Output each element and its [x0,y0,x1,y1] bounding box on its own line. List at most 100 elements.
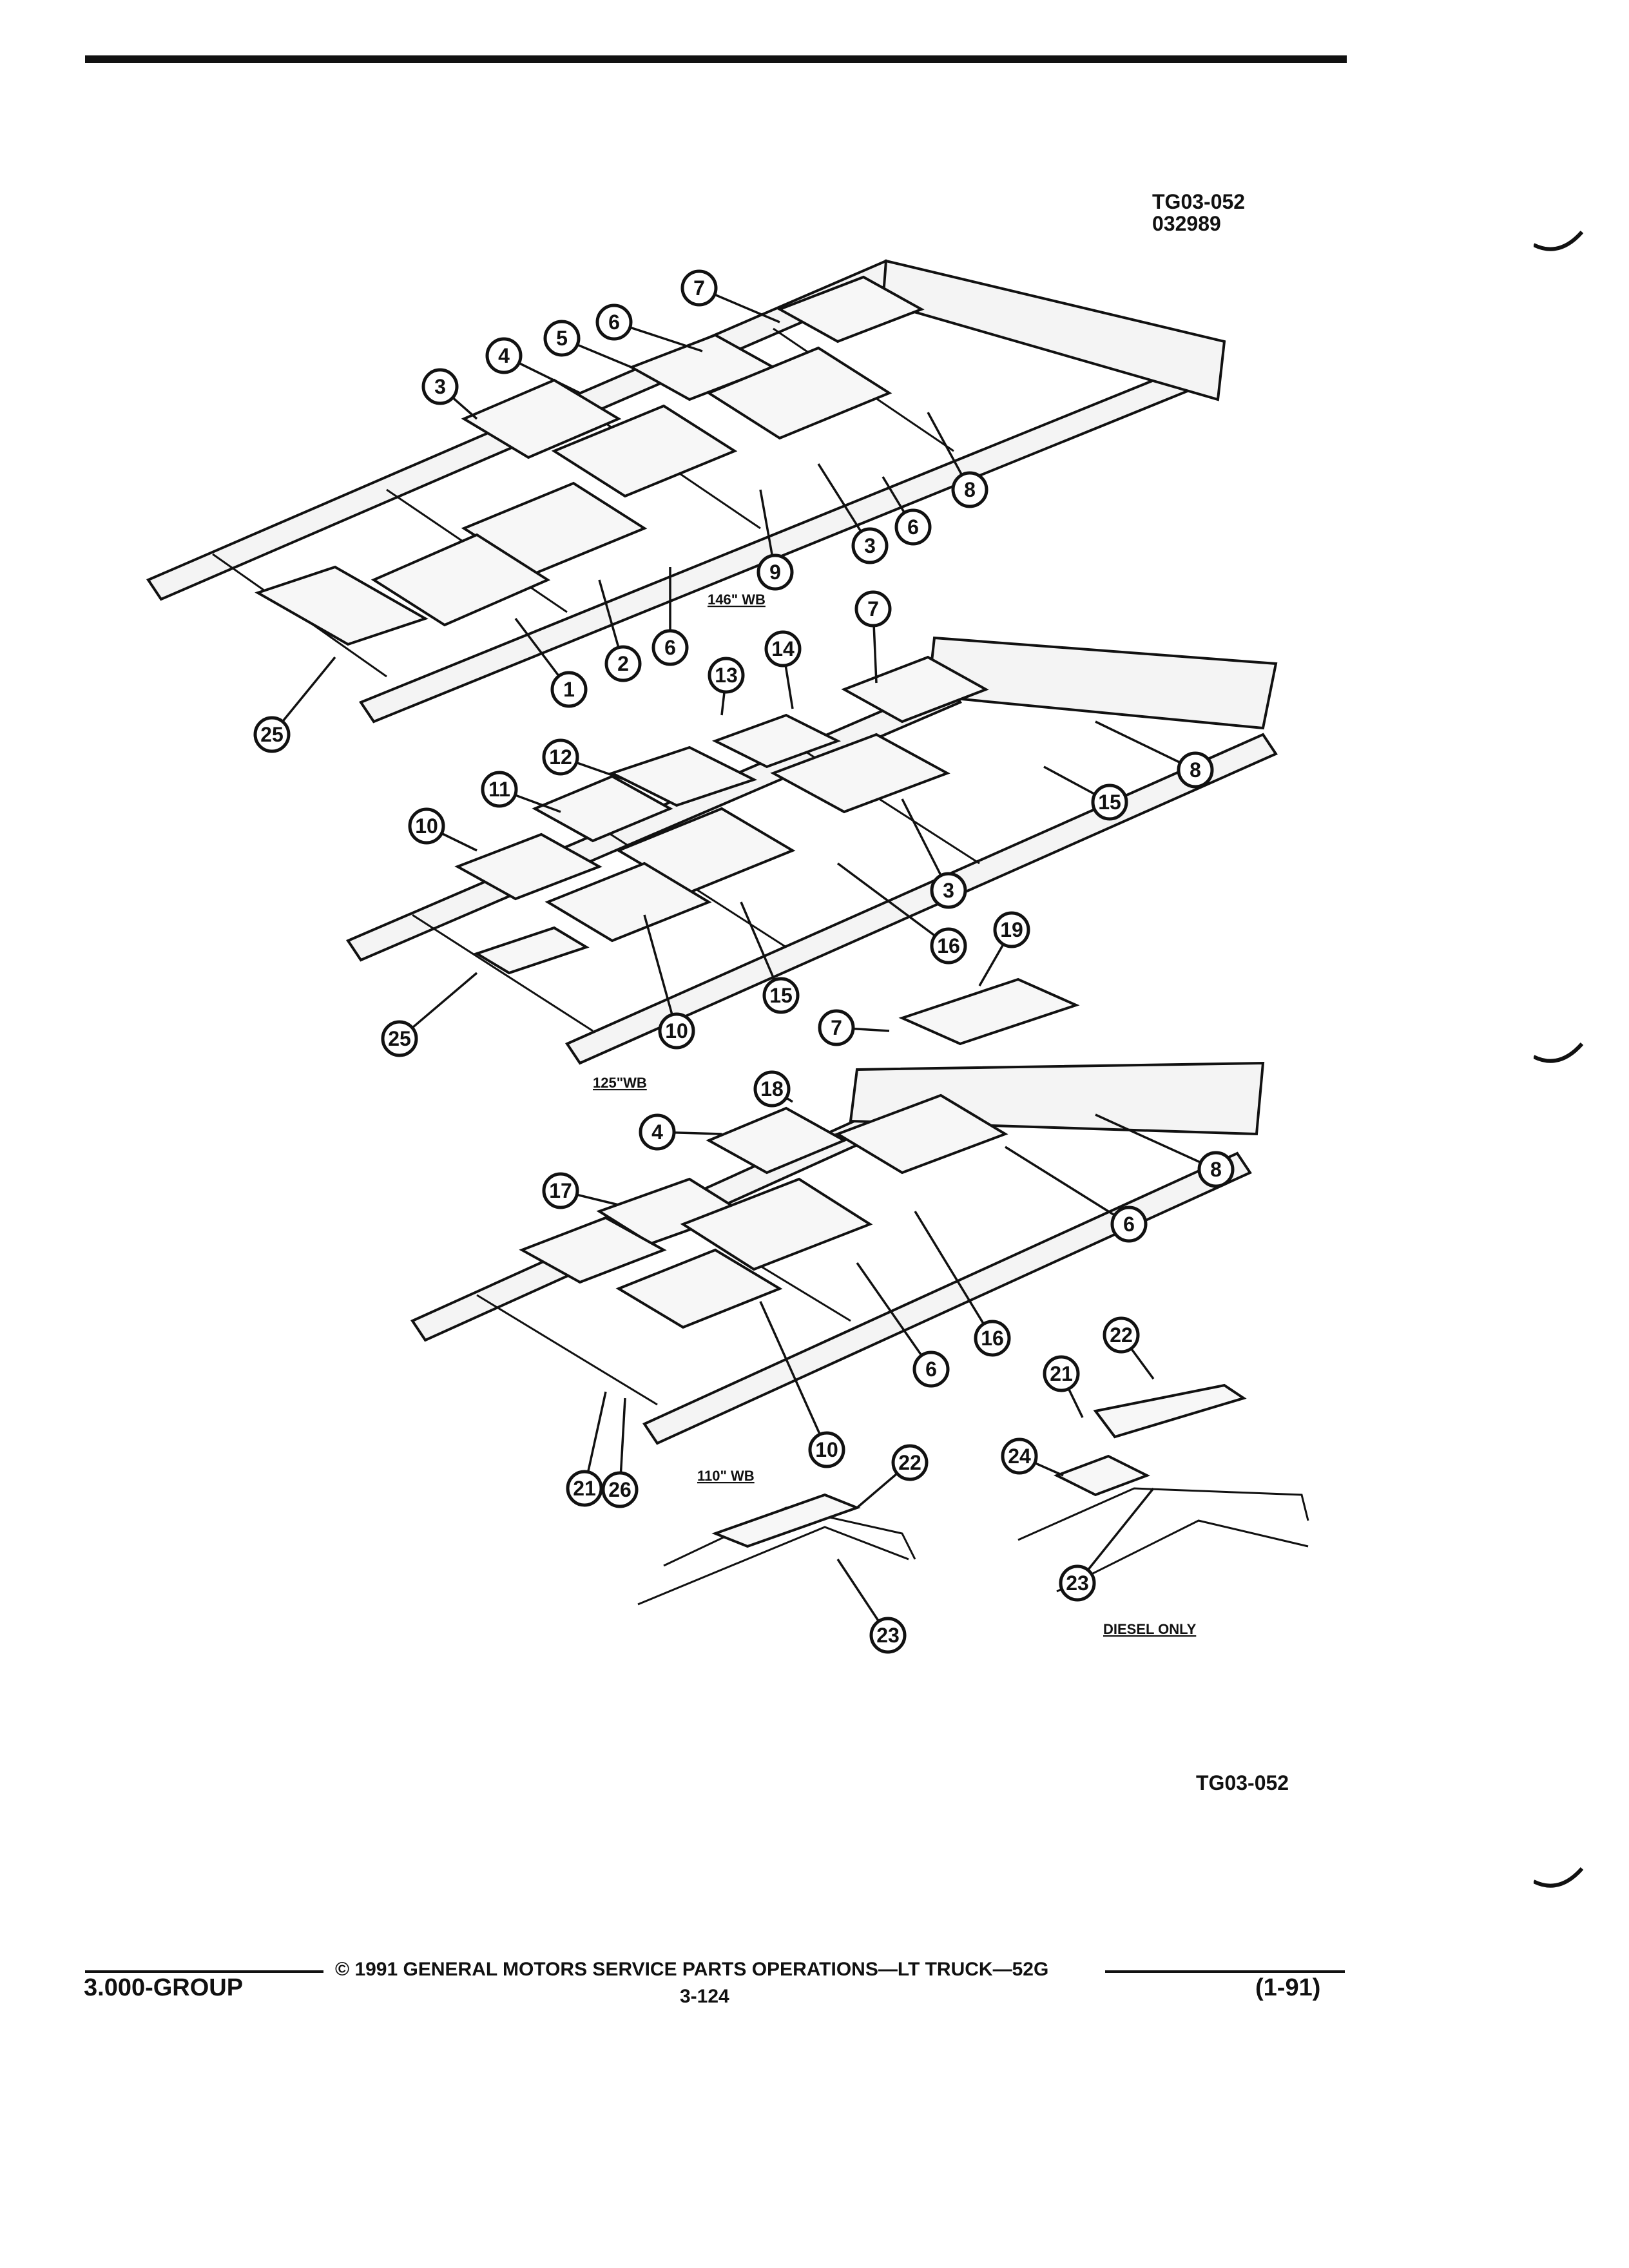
callout-balloon [708,657,745,694]
callout-balloon [421,368,459,405]
callout-number: 6 [1123,1213,1135,1236]
floor-pad [371,533,551,627]
callout-12: 12 [542,738,626,781]
frame-rear-crossmember [926,636,1278,730]
footer-page-number: 3-124 [680,1986,729,2007]
frame-125-wb [346,636,1278,1065]
floor-pad [898,977,1080,1046]
callout-5: 5 [543,320,632,369]
callout-balloon [680,269,718,307]
wheelbase-label-146: 146" WB [708,591,766,608]
callout-14: 14 [764,630,802,709]
callout-number: 10 [415,814,438,838]
callout-6: 6 [595,303,703,352]
callout-number: 13 [715,664,738,687]
floor-pad [551,404,738,498]
callout-number: 3 [943,879,954,902]
callout-number: 15 [769,984,793,1007]
callout-number: 1 [563,678,575,701]
callout-number: 16 [981,1327,1004,1350]
floor-pad [770,733,950,814]
callout-number: 16 [937,934,960,957]
callout-6: 6 [651,567,689,666]
callout-balloon [930,927,967,965]
frame-rear-crossmember [881,259,1226,401]
callout-leader [643,914,678,1032]
floor-pad [461,378,622,459]
callout-15: 15 [740,901,800,1014]
callout-balloon [993,911,1030,948]
callout-17: 17 [542,1172,619,1209]
callout-7: 7 [680,269,780,323]
callout-number: 26 [608,1478,631,1501]
callout-balloon [894,508,932,546]
callout-balloon [408,807,445,845]
callout-leader [914,1211,994,1339]
figure-ref-code: TG03-052 [1152,190,1246,213]
callout-balloon [542,1172,579,1209]
callout-number: 23 [876,1624,900,1647]
callout-number: 6 [925,1358,937,1381]
callout-leader [1005,1146,1130,1225]
callout-balloon [1110,1206,1148,1243]
callout-21: 21 [1043,1355,1084,1418]
callout-18: 18 [753,1070,793,1108]
callout-3: 3 [817,463,889,564]
callout-10: 10 [408,807,477,852]
floor-pad [545,861,712,943]
floor-pad [706,1106,847,1175]
footer-rule-right [1105,1970,1345,1973]
callout-leader [759,1301,828,1450]
callout-number: 18 [760,1077,784,1100]
edge-mark [1534,1043,1584,1063]
callout-balloon [808,1431,845,1468]
inset-frame-outline [637,1526,909,1606]
floor-pad [532,774,673,843]
callout-number: 21 [573,1477,596,1500]
callout-balloon [550,671,588,708]
callout-number: 17 [549,1179,572,1202]
callout-number: 11 [488,778,510,801]
floor-pad [834,1093,1008,1175]
floor-pad [519,1216,667,1284]
floor-pad [615,1248,783,1329]
inset-frame-outline [1017,1487,1309,1541]
callout-number: 4 [651,1120,663,1144]
frame-146-wb [146,259,1226,724]
floor-pad [454,832,602,901]
callout-number: 7 [831,1016,842,1039]
callout-balloon [912,1350,950,1388]
callout-number: 4 [498,344,510,367]
wheelbase-label-110: 110" WB [697,1468,755,1484]
edge-mark [1534,1867,1584,1888]
callout-number: 9 [769,561,781,584]
callout-balloon [1177,751,1214,789]
callout-number: 5 [556,327,568,350]
frame-crossmember [476,1294,658,1406]
callout-number: 7 [693,276,705,300]
callout-balloon [930,872,967,909]
callout-3: 3 [901,798,967,909]
callout-number: 25 [388,1027,411,1050]
floor-pad [776,275,925,343]
top-rule [85,55,1347,63]
callout-4: 4 [485,337,581,394]
callout-7: 7 [818,1009,890,1046]
floor-pad [711,713,842,769]
callout-3: 3 [421,368,478,420]
frame-rail-right [642,1151,1252,1445]
footer-rule-left [85,1970,323,1973]
callout-6: 6 [882,476,932,546]
callout-number: 6 [664,636,676,659]
callout-balloon [485,337,523,374]
callout-23: 23 [1059,1487,1155,1602]
callout-number: 22 [898,1451,921,1474]
frame-crossmember [412,914,593,1032]
detail-110-wb-inset [637,1493,916,1606]
callout-balloon [658,1012,695,1050]
inset-frame-outline [1056,1519,1309,1593]
inset-shield-plate [711,1493,861,1548]
callout-balloon [543,320,581,357]
callout-2: 2 [598,579,642,682]
callout-balloon [854,590,892,628]
